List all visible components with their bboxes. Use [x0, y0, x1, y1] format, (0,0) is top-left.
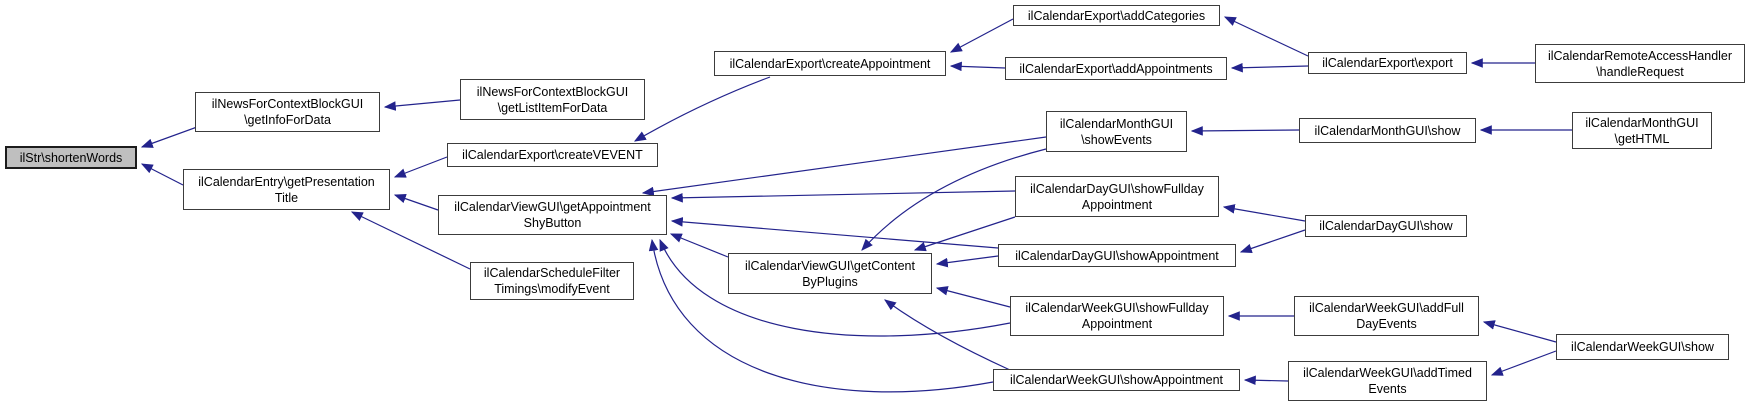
node-label: ilCalendarViewGUI\getContent: [744, 258, 915, 273]
edge-month-show-to-month-show-events: [1190, 126, 1300, 136]
edge-day-show-fullday-appointment-to-get-appointment-shy-button: [670, 190, 1016, 203]
node-label: ilNewsForContextBlockGUI: [211, 97, 364, 111]
node-label: ilCalendarMonthGUI\show: [1314, 123, 1461, 138]
node-label: ilCalendarMonthGUI: [1059, 116, 1174, 131]
edge-get-content-by-plugins-to-get-appointment-shy-button: [669, 233, 729, 258]
node-handle-request[interactable]: ilCalendarRemoteAccessHandler\handleRequ…: [1535, 44, 1745, 83]
node-day-show[interactable]: ilCalendarDayGUI\show: [1305, 215, 1467, 237]
node-label: Appointment: [1081, 197, 1153, 212]
node-label: ilCalendarDayGUI\showFullday: [1030, 181, 1204, 196]
edge-day-show-fullday-appointment-to-get-content-by-plugins: [913, 216, 1016, 252]
edge-week-add-timed-events-to-week-show-appointment: [1243, 375, 1289, 386]
edge-get-appointment-shy-button-to-get-presentation-title: [393, 194, 439, 211]
edge-add-appointments-to-create-appointment: [949, 61, 1006, 72]
node-week-show-appointment[interactable]: ilCalendarWeekGUI\showAppointment: [993, 369, 1240, 391]
node-label: ilCalendarExport\createVEVENT: [462, 148, 643, 162]
node-label: ilCalendarViewGUI\getAppointment: [454, 200, 651, 214]
node-label: ilNewsForContextBlockGUI: [476, 84, 629, 99]
edge-get-presentation-title-to-shorten-words: [140, 163, 184, 186]
node-month-show[interactable]: ilCalendarMonthGUI\show: [1299, 118, 1476, 143]
node-label: ilCalendarExport\createAppointment: [729, 56, 931, 71]
edge-modify-event-to-get-presentation-title: [350, 211, 471, 270]
node-label: ilCalendarExport\addCategories: [1027, 8, 1206, 23]
edge-add-categories-to-create-appointment: [949, 18, 1014, 53]
node-label: \showEvents: [1081, 132, 1152, 147]
edge-export-to-add-categories: [1223, 16, 1309, 57]
node-label: ilCalendarWeekGUI\show: [1571, 340, 1714, 354]
node-add-appointments[interactable]: ilCalendarExport\addAppointments: [1005, 57, 1227, 80]
edge-week-show-appointment-to-get-content-by-plugins: [884, 299, 1011, 371]
edge-day-show-appointment-to-get-appointment-shy-button: [670, 217, 999, 249]
node-create-vevent[interactable]: ilCalendarExport\createVEVENT: [447, 143, 658, 167]
edge-create-vevent-to-get-presentation-title: [393, 156, 448, 178]
edge-week-show-fullday-appointment-to-get-content-by-plugins: [935, 286, 1011, 308]
node-day-show-appointment[interactable]: ilCalendarDayGUI\showAppointment: [998, 244, 1236, 267]
node-label: \getInfoForData: [244, 113, 331, 127]
node-label: ilCalendarWeekGUI\showAppointment: [1009, 373, 1224, 387]
node-label: \getHTML: [1614, 131, 1670, 146]
edge-week-show-fullday-appointment-to-get-appointment-shy-button: [659, 238, 1011, 337]
node-week-show[interactable]: ilCalendarWeekGUI\show: [1556, 334, 1729, 360]
node-label: ilCalendarWeekGUI\addTimed: [1303, 366, 1472, 380]
node-month-get-html[interactable]: ilCalendarMonthGUI\getHTML: [1572, 112, 1712, 149]
edge-get-list-item-for-data-to-get-info-for-data: [383, 99, 461, 111]
node-export[interactable]: ilCalendarExport\export: [1308, 52, 1467, 74]
node-label: ilCalendarMonthGUI: [1585, 115, 1699, 130]
node-label: ilStr\shortenWords: [19, 150, 123, 165]
edge-get-info-for-data-to-shorten-words: [140, 126, 198, 148]
edge-day-show-appointment-to-get-content-by-plugins: [935, 255, 999, 268]
node-label: ilCalendarScheduleFilter: [483, 266, 621, 280]
node-label: ShyButton: [523, 216, 582, 230]
node-add-categories[interactable]: ilCalendarExport\addCategories: [1013, 5, 1220, 26]
node-label: ByPlugins: [802, 274, 858, 289]
node-label: ilCalendarExport\export: [1322, 56, 1453, 70]
node-label: ilCalendarRemoteAccessHandler: [1547, 48, 1733, 63]
node-label: \handleRequest: [1596, 64, 1684, 79]
node-label: Timings\modifyEvent: [494, 282, 610, 296]
edge-export-to-add-appointments: [1230, 62, 1309, 73]
node-label: Appointment: [1081, 317, 1153, 331]
node-label: Events: [1368, 382, 1407, 396]
edge-week-show-appointment-to-get-appointment-shy-button: [648, 238, 994, 393]
edge-day-show-to-day-show-appointment: [1239, 229, 1306, 254]
node-label: Title: [274, 190, 299, 205]
node-label: ilCalendarDayGUI\showAppointment: [1015, 248, 1219, 263]
edge-month-show-events-to-get-appointment-shy-button: [641, 136, 1047, 197]
node-create-appointment[interactable]: ilCalendarExport\createAppointment: [714, 51, 946, 76]
node-label: ilCalendarWeekGUI\showFullday: [1025, 301, 1209, 315]
node-label: DayEvents: [1356, 317, 1417, 331]
node-get-info-for-data[interactable]: ilNewsForContextBlockGUI \getInfoForData: [195, 92, 380, 132]
node-get-list-item-for-data[interactable]: ilNewsForContextBlockGUI\getListItemForD…: [460, 79, 645, 120]
node-label: \getListItemForData: [497, 100, 608, 115]
edge-week-show-to-week-add-timed-events: [1490, 350, 1557, 376]
edge-day-show-to-day-show-fullday-appointment: [1222, 204, 1306, 222]
edge-week-show-to-week-add-full-day-events: [1482, 320, 1557, 343]
node-label: ilCalendarDayGUI\show: [1319, 219, 1453, 233]
node-label: ilCalendarWeekGUI\addFull: [1309, 301, 1464, 315]
node-label: ilCalendarEntry\getPresentation: [198, 174, 375, 189]
node-shorten-words: ilStr\shortenWords: [5, 146, 137, 169]
edge-create-appointment-to-create-vevent: [633, 76, 771, 142]
edges: [140, 16, 1572, 393]
node-month-show-events[interactable]: ilCalendarMonthGUI\showEvents: [1046, 111, 1187, 152]
node-label: ilCalendarExport\addAppointments: [1019, 61, 1213, 76]
